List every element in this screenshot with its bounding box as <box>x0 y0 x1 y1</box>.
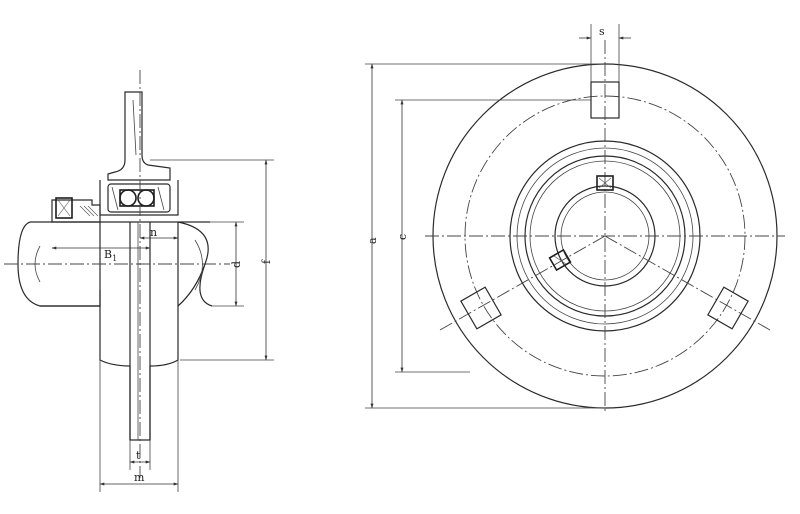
housing-upper <box>99 180 179 216</box>
dim-label-m: m <box>134 471 145 484</box>
set-screw-left <box>548 248 572 272</box>
set-screw <box>55 197 73 219</box>
shaft <box>17 221 100 307</box>
dim-label-b1: B1 <box>104 248 117 263</box>
flange-top-lug <box>107 91 171 181</box>
dim-label-c: c <box>396 234 409 240</box>
dim-label-s: s <box>599 25 605 38</box>
side-view: B1 n d f t m <box>4 70 274 492</box>
front-view: s a c <box>365 24 785 412</box>
bolt-slot-left <box>460 286 502 330</box>
dim-label-n: n <box>150 226 157 239</box>
set-screw-top <box>596 175 614 191</box>
bolt-slot-right <box>707 286 749 330</box>
dim-label-f: f <box>260 259 273 264</box>
dim-label-d: d <box>230 261 243 268</box>
dim-label-a: a <box>366 237 379 244</box>
ball-element <box>119 189 137 207</box>
dim-label-t: t <box>136 449 141 462</box>
